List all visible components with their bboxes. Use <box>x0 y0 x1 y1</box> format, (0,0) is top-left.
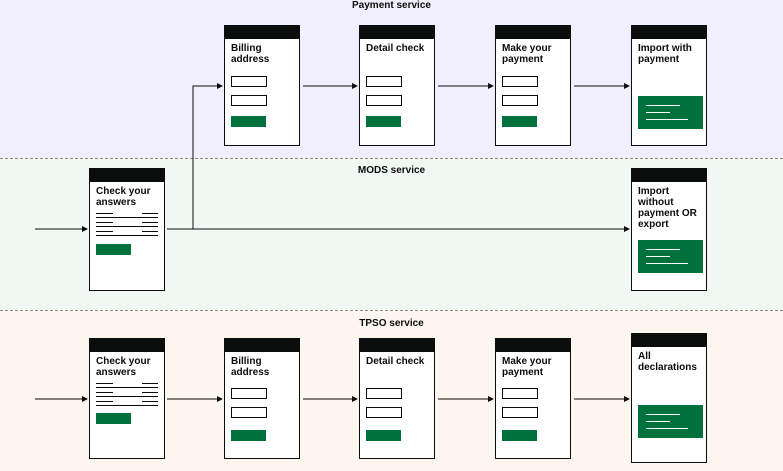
card-title: Import without payment OR export <box>638 186 697 230</box>
input-field <box>231 407 267 418</box>
confirmation-panel <box>638 96 703 129</box>
continue-button <box>231 430 266 441</box>
summary-line <box>96 235 158 236</box>
tpso-check-answers-card: Check your answers <box>89 338 165 459</box>
card-title: Detail check <box>366 43 425 54</box>
input-field <box>502 407 538 418</box>
summary-line <box>142 213 158 214</box>
all-declarations-card: All declarations <box>631 333 707 463</box>
input-field <box>366 407 402 418</box>
input-field <box>231 76 267 87</box>
card-title: Detail check <box>366 356 425 367</box>
tpso-detail-check-card: Detail check <box>359 338 435 459</box>
tpso-billing-address-card: Billing address <box>224 338 300 459</box>
card-header-bar <box>90 339 164 352</box>
card-title: Import with payment <box>638 43 692 65</box>
input-field <box>366 95 402 106</box>
summary-line <box>96 405 158 406</box>
submit-button <box>96 244 131 255</box>
continue-button <box>502 430 537 441</box>
card-header-bar <box>632 169 706 182</box>
input-field <box>231 388 267 399</box>
lane-divider <box>0 310 783 311</box>
mods-service-title: MODS service <box>357 165 426 176</box>
card-header-bar <box>360 339 434 352</box>
tpso-make-payment-card: Make your payment <box>495 338 571 459</box>
card-title: Billing address <box>231 356 270 378</box>
summary-line <box>142 231 158 232</box>
continue-button <box>366 116 401 127</box>
card-title: All declarations <box>638 351 697 373</box>
card-header-bar <box>360 26 434 39</box>
summary-line <box>96 226 158 227</box>
summary-line <box>96 401 113 402</box>
payment-service-title: Payment service <box>352 0 431 11</box>
input-field <box>366 388 402 399</box>
detail-check-card: Detail check <box>359 25 435 146</box>
input-field <box>502 95 538 106</box>
summary-line <box>96 213 113 214</box>
card-title: Check your answers <box>96 186 151 208</box>
card-title: Make your payment <box>502 356 552 378</box>
summary-line <box>142 392 158 393</box>
summary-line <box>96 383 113 384</box>
card-header-bar <box>496 26 570 39</box>
card-header-bar <box>632 26 706 39</box>
check-answers-card: Check your answers <box>89 168 165 291</box>
make-payment-card: Make your payment <box>495 25 571 146</box>
import-without-payment-card: Import without payment OR export <box>631 168 707 291</box>
summary-line <box>142 401 158 402</box>
continue-button <box>502 116 537 127</box>
card-title: Check your answers <box>96 356 151 378</box>
card-header-bar <box>225 339 299 352</box>
summary-line <box>96 217 158 218</box>
summary-line <box>96 392 113 393</box>
continue-button <box>366 430 401 441</box>
confirmation-panel <box>638 405 703 438</box>
input-field <box>502 76 538 87</box>
lane-divider <box>0 158 783 159</box>
card-title: Billing address <box>231 43 270 65</box>
card-header-bar <box>632 334 706 347</box>
billing-address-card: Billing address <box>224 25 300 146</box>
card-title: Make your payment <box>502 43 552 65</box>
input-field <box>366 76 402 87</box>
summary-line <box>96 231 113 232</box>
summary-line <box>96 396 158 397</box>
import-with-payment-card: Import with payment <box>631 25 707 146</box>
card-header-bar <box>225 26 299 39</box>
submit-button <box>96 413 131 424</box>
continue-button <box>231 116 266 127</box>
input-field <box>231 95 267 106</box>
summary-line <box>142 383 158 384</box>
arrow-mods-to-billing <box>192 83 223 229</box>
summary-line <box>142 222 158 223</box>
tpso-service-title: TPSO service <box>359 318 424 329</box>
card-header-bar <box>90 169 164 182</box>
confirmation-panel <box>638 240 703 273</box>
summary-line <box>96 387 158 388</box>
card-header-bar <box>496 339 570 352</box>
summary-line <box>96 222 113 223</box>
input-field <box>502 388 538 399</box>
